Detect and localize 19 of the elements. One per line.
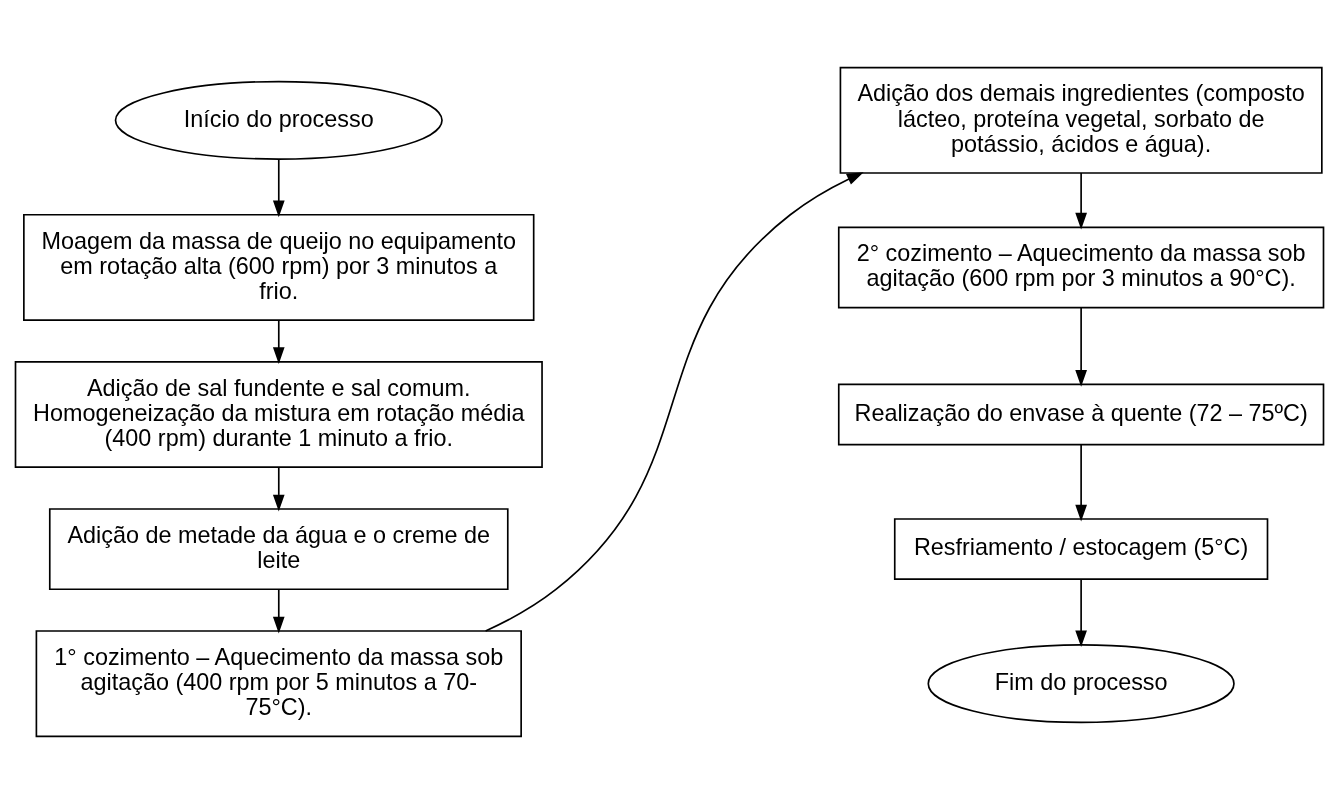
- node-box: Adição de metade da água e o creme de leite: [48, 507, 509, 590]
- node-box: 2° cozimento – Aquecimento da massa sob agitação (600 rpm por 3 minutos a 90°C).: [837, 226, 1325, 308]
- node-box: Resfriamento / estocagem (5°C): [893, 517, 1269, 580]
- node-ellipse: Fim do processo: [927, 643, 1235, 723]
- node-box: Adição dos demais ingredientes (composto lácteo, proteína vegetal, sorbato de potássio, ácidos e água).: [839, 66, 1323, 174]
- arrow: [484, 171, 864, 632]
- node-box: Moagem da massa de queijo no equipamento em rotação alta (600 rpm) por 3 minutos a frio.: [23, 213, 535, 321]
- arrow: [272, 465, 285, 511]
- arrow: [1075, 443, 1087, 522]
- node-ellipse: Início do processo: [114, 80, 443, 160]
- arrow: [1075, 306, 1087, 387]
- arrow: [1075, 577, 1087, 647]
- arrow: [272, 158, 285, 217]
- node-box: 1° cozimento – Aquecimento da massa sob agitação (400 rpm por 5 minutos a 70- 75°C).: [35, 629, 522, 737]
- arrow: [272, 588, 285, 633]
- node-box: Adição de sal fundente e sal comum. Homogeneização da mistura em rotação média (400 rpm) durante 1 minuto a frio.: [14, 360, 543, 468]
- arrow: [1075, 171, 1087, 230]
- node-box: Realização do envase à quente (72 – 75ºC): [837, 383, 1325, 445]
- arrow: [272, 318, 285, 364]
